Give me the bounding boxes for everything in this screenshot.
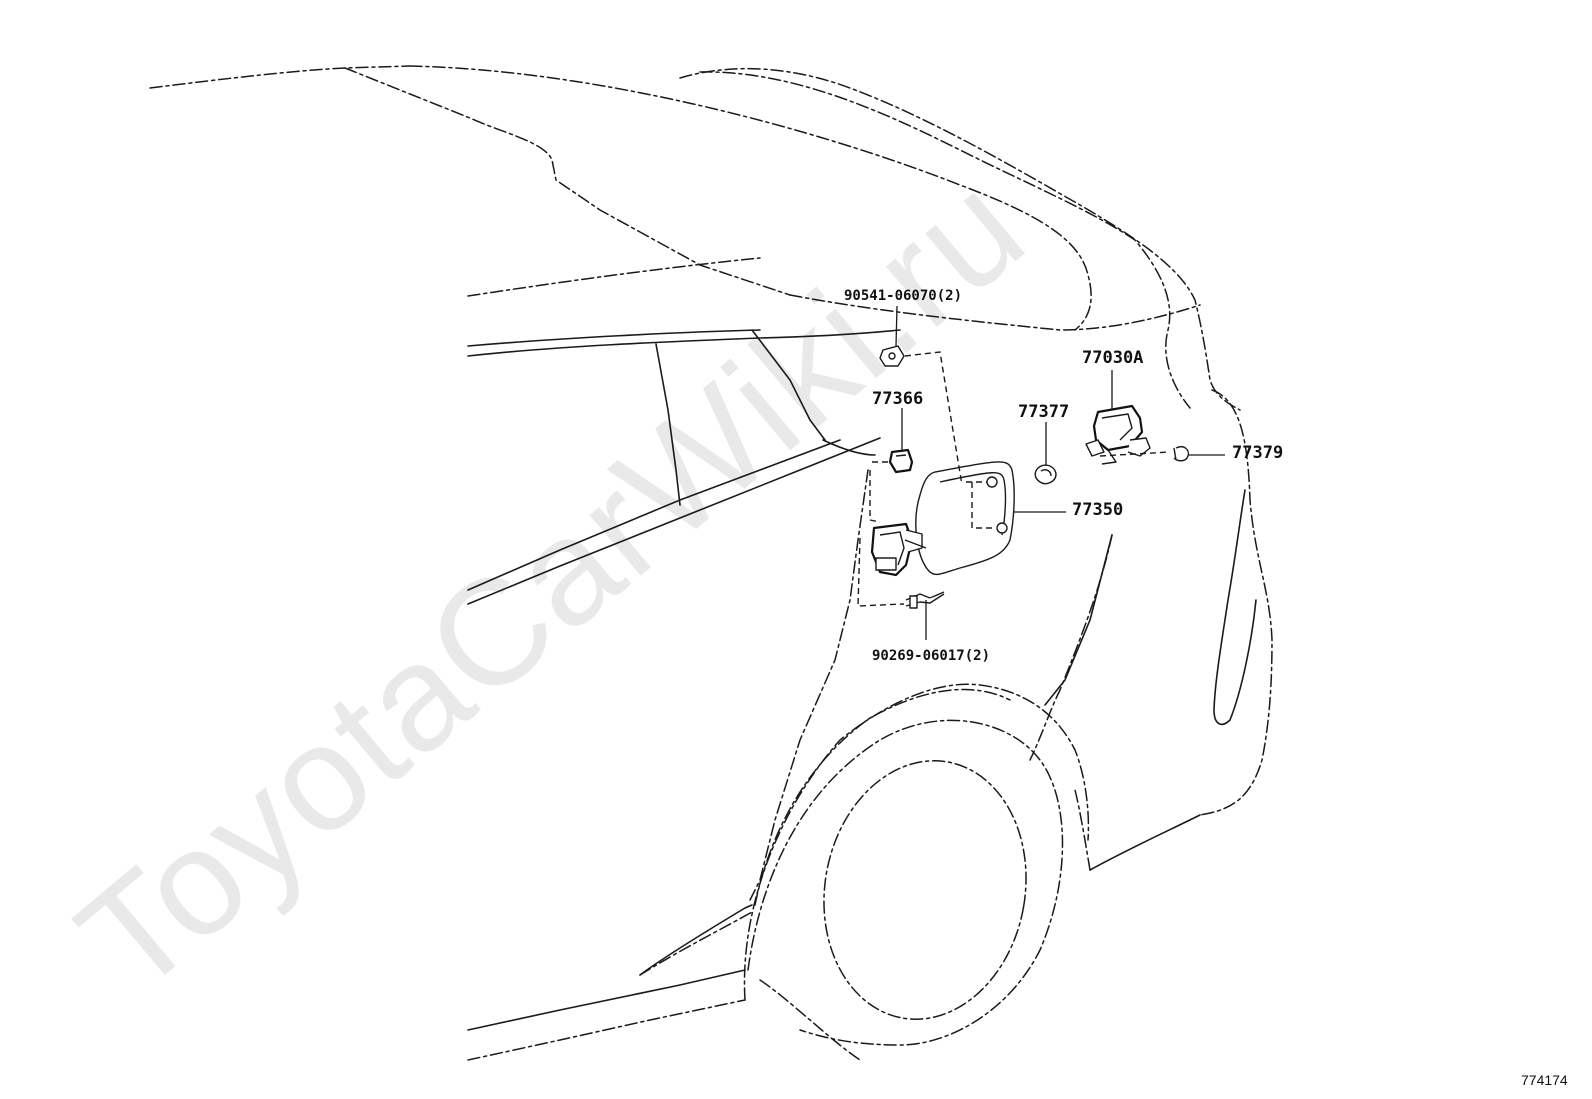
- callout-rivet: 90269-06017(2): [872, 648, 990, 664]
- assembly-lines: [857, 351, 1171, 607]
- callout-lock-assembly: 77030A: [1082, 348, 1143, 368]
- spring-77366: [888, 448, 914, 474]
- clip-77379: [1173, 446, 1190, 462]
- callout-cap-stop: 77377: [1018, 402, 1069, 422]
- callout-clip: 77379: [1232, 443, 1283, 463]
- callout-spring: 77366: [872, 389, 923, 409]
- rivet-90269: [905, 591, 945, 609]
- callout-bolt: 90541-06070(2): [844, 288, 962, 304]
- fuel-lid: [915, 461, 1015, 576]
- watermark: ToyotaCarWiki.ru: [48, 141, 1055, 1024]
- callout-fuel-lid: 77350: [1072, 500, 1123, 520]
- leader-lines: [895, 305, 1225, 640]
- figure-number: 774174: [1521, 1072, 1568, 1088]
- bolt-90541: [879, 345, 905, 367]
- lid-lock-assembly: [1085, 404, 1151, 465]
- vehicle-body-outline: [149, 65, 1273, 1061]
- lid-hinge-assembly: [870, 522, 927, 577]
- cap-stop-77377: [1034, 464, 1057, 485]
